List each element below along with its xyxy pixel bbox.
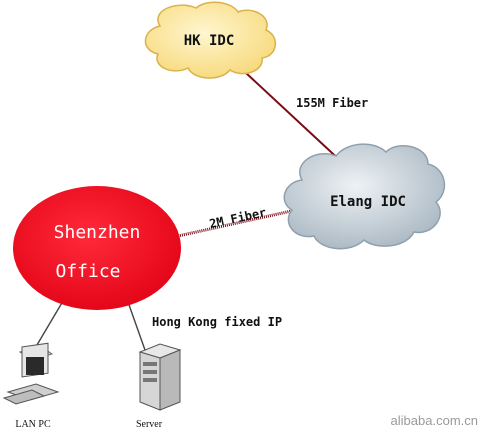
fiber-link-shenzhen-elang [177, 208, 297, 238]
link-shenzhen-server [127, 301, 146, 351]
tower-server-icon [138, 343, 182, 411]
desktop-computer-icon [2, 342, 60, 405]
fiber-link-hk-elang [231, 59, 346, 166]
hk-idc-cloud: HK IDC [144, 1, 276, 79]
shenzhen-office-label-line2: Office [55, 261, 120, 282]
link-label-hong-kong-fixed-ip: Hong Kong fixed IP [152, 315, 282, 329]
link-shenzhen-lanpc [33, 295, 67, 351]
shenzhen-office-node: Shenzhen Office [13, 186, 181, 310]
link-label-155m-fiber: 155M Fiber [296, 96, 368, 110]
watermark: alibaba.com.cn [391, 413, 478, 428]
shenzhen-office-label-line1: Shenzhen [54, 222, 141, 243]
elang-idc-label: Elang IDC [330, 194, 406, 210]
hk-idc-label: HK IDC [184, 33, 235, 49]
server-label: Server [136, 419, 163, 430]
link-label-2m-fiber: 2M Fiber [208, 205, 267, 231]
lan-pc-label: LAN PC [15, 419, 51, 430]
elang-idc-cloud: Elang IDC [283, 143, 446, 250]
